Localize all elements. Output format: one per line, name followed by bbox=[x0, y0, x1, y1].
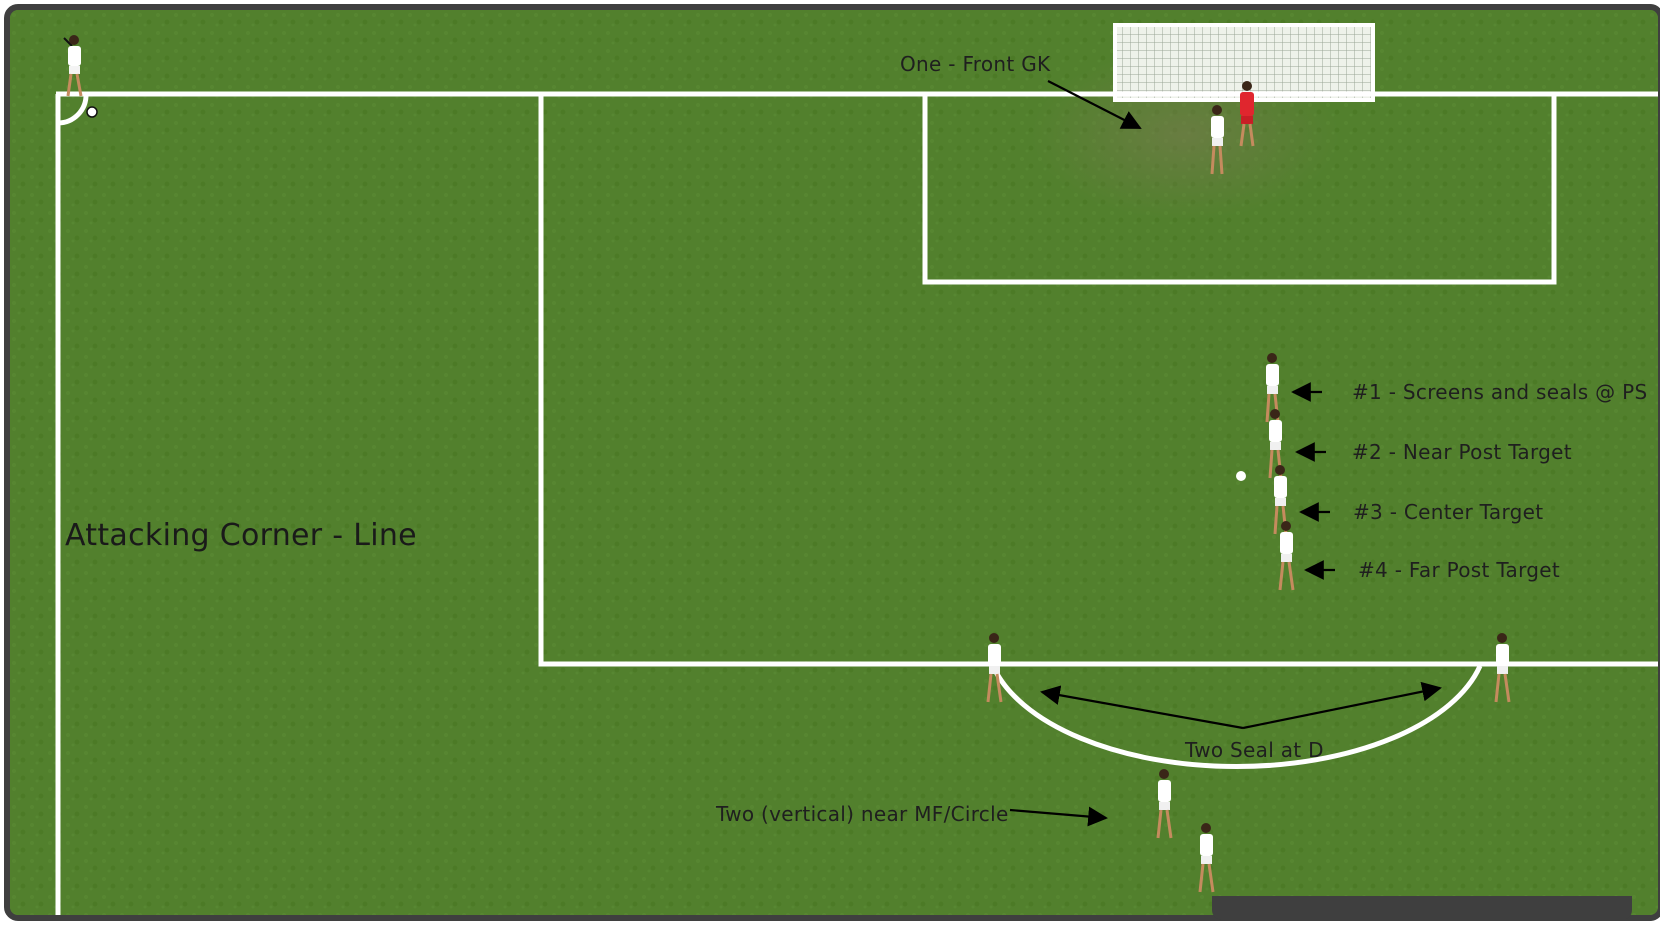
seal-d-left-player bbox=[986, 633, 1003, 703]
arrow-vertical bbox=[1009, 806, 1108, 827]
label-player-4: #4 - Far Post Target bbox=[1358, 558, 1560, 582]
frame-tab bbox=[1212, 896, 1632, 920]
vertical-player-1 bbox=[1156, 769, 1173, 839]
arrow-front-gk bbox=[1047, 80, 1142, 129]
diagram-frame: Attacking Corner - Line One - Front GK #… bbox=[4, 4, 1660, 921]
player-1 bbox=[1265, 353, 1280, 423]
penalty-area bbox=[538, 94, 1658, 667]
corner-taker-player bbox=[63, 35, 98, 118]
player-4 bbox=[1278, 521, 1295, 591]
pitch-lines bbox=[55, 91, 1658, 915]
label-player-3: #3 - Center Target bbox=[1353, 500, 1544, 524]
arrow-seal-left bbox=[1040, 685, 1244, 730]
grass bbox=[10, 10, 1658, 915]
annotation-arrows bbox=[1009, 80, 1442, 827]
diagram-title: Attacking Corner - Line bbox=[65, 518, 417, 553]
goalkeeper bbox=[1239, 81, 1255, 147]
corner-arc bbox=[57, 93, 89, 126]
player-3 bbox=[1273, 465, 1288, 535]
label-player-2: #2 - Near Post Target bbox=[1352, 440, 1572, 464]
penalty-arc-d bbox=[990, 664, 1483, 770]
front-gk-player bbox=[1210, 105, 1224, 175]
goal-area bbox=[922, 94, 1557, 285]
soccer-pitch bbox=[10, 10, 1658, 915]
seal-d-right-player bbox=[1494, 633, 1511, 703]
arrow-seal-right bbox=[1242, 681, 1442, 730]
label-vertical: Two (vertical) near MF/Circle bbox=[716, 802, 1009, 826]
penalty-spot bbox=[1236, 471, 1246, 481]
vertical-player-2 bbox=[1198, 823, 1215, 893]
players bbox=[63, 35, 1511, 893]
label-player-1: #1 - Screens and seals @ PS bbox=[1352, 380, 1648, 404]
label-front-gk: One - Front GK bbox=[900, 52, 1051, 76]
label-seal-d: Two Seal at D bbox=[1185, 738, 1324, 762]
